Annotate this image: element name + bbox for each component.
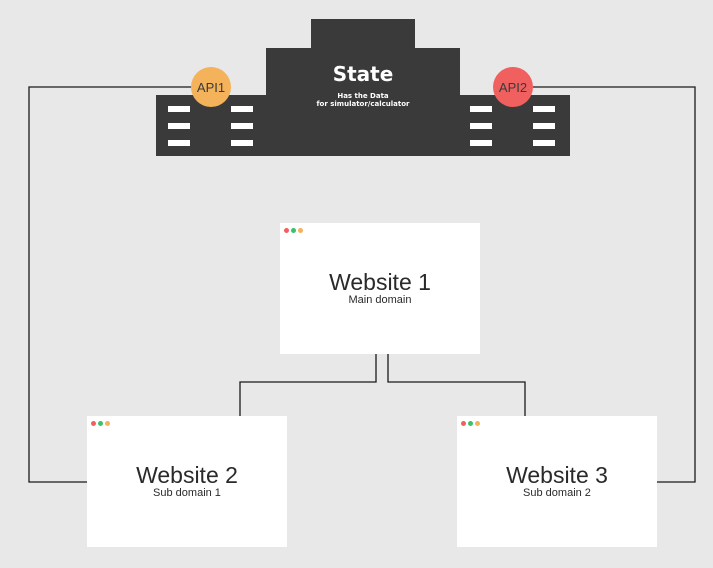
server-slot bbox=[470, 123, 492, 129]
server-slot bbox=[168, 140, 190, 146]
server-slot bbox=[533, 106, 555, 112]
api2-to-website3-line bbox=[533, 86, 696, 483]
window-close-dot-icon bbox=[461, 421, 466, 426]
server-slot bbox=[470, 106, 492, 112]
window-maximize-dot-icon bbox=[291, 228, 296, 233]
server-slot bbox=[533, 123, 555, 129]
server-slot bbox=[168, 106, 190, 112]
server-slot bbox=[231, 106, 253, 112]
state-title: State bbox=[332, 62, 394, 86]
window-minimize-dot-icon bbox=[298, 228, 303, 233]
state-subtitle-line1: Has the Data bbox=[337, 92, 389, 100]
api2-label: API2 bbox=[498, 79, 528, 95]
window-maximize-dot-icon bbox=[98, 421, 103, 426]
server-slot bbox=[533, 140, 555, 146]
website2-title: Website 2 bbox=[136, 462, 238, 488]
website3-title: Website 3 bbox=[506, 462, 608, 488]
api1-to-website2-line bbox=[28, 86, 193, 483]
window-minimize-dot-icon bbox=[105, 421, 110, 426]
window-close-dot-icon bbox=[91, 421, 96, 426]
server-slot bbox=[168, 123, 190, 129]
server-slot bbox=[470, 140, 492, 146]
api1-badge: API1 bbox=[191, 67, 231, 107]
website1-subtitle: Main domain bbox=[348, 294, 412, 306]
server-slot bbox=[231, 123, 253, 129]
window-maximize-dot-icon bbox=[468, 421, 473, 426]
website1-to-website2-line bbox=[239, 354, 377, 416]
website1-title: Website 1 bbox=[329, 269, 431, 295]
window-close-dot-icon bbox=[284, 228, 289, 233]
website2-subtitle: Sub domain 1 bbox=[153, 487, 221, 499]
website1-to-website3-line bbox=[387, 354, 526, 416]
state-main-block bbox=[266, 48, 460, 156]
api2-badge: API2 bbox=[493, 67, 533, 107]
website3-window: Website 3 Sub domain 2 bbox=[457, 416, 657, 547]
state-roof bbox=[311, 19, 415, 49]
state-subtitle-line2: for simulator/calculator bbox=[316, 100, 410, 108]
website1-window: Website 1 Main domain bbox=[280, 223, 480, 354]
server-slot bbox=[231, 140, 253, 146]
website2-window: Website 2 Sub domain 1 bbox=[87, 416, 287, 547]
website3-subtitle: Sub domain 2 bbox=[523, 487, 591, 499]
api1-label: API1 bbox=[196, 79, 226, 95]
window-minimize-dot-icon bbox=[475, 421, 480, 426]
